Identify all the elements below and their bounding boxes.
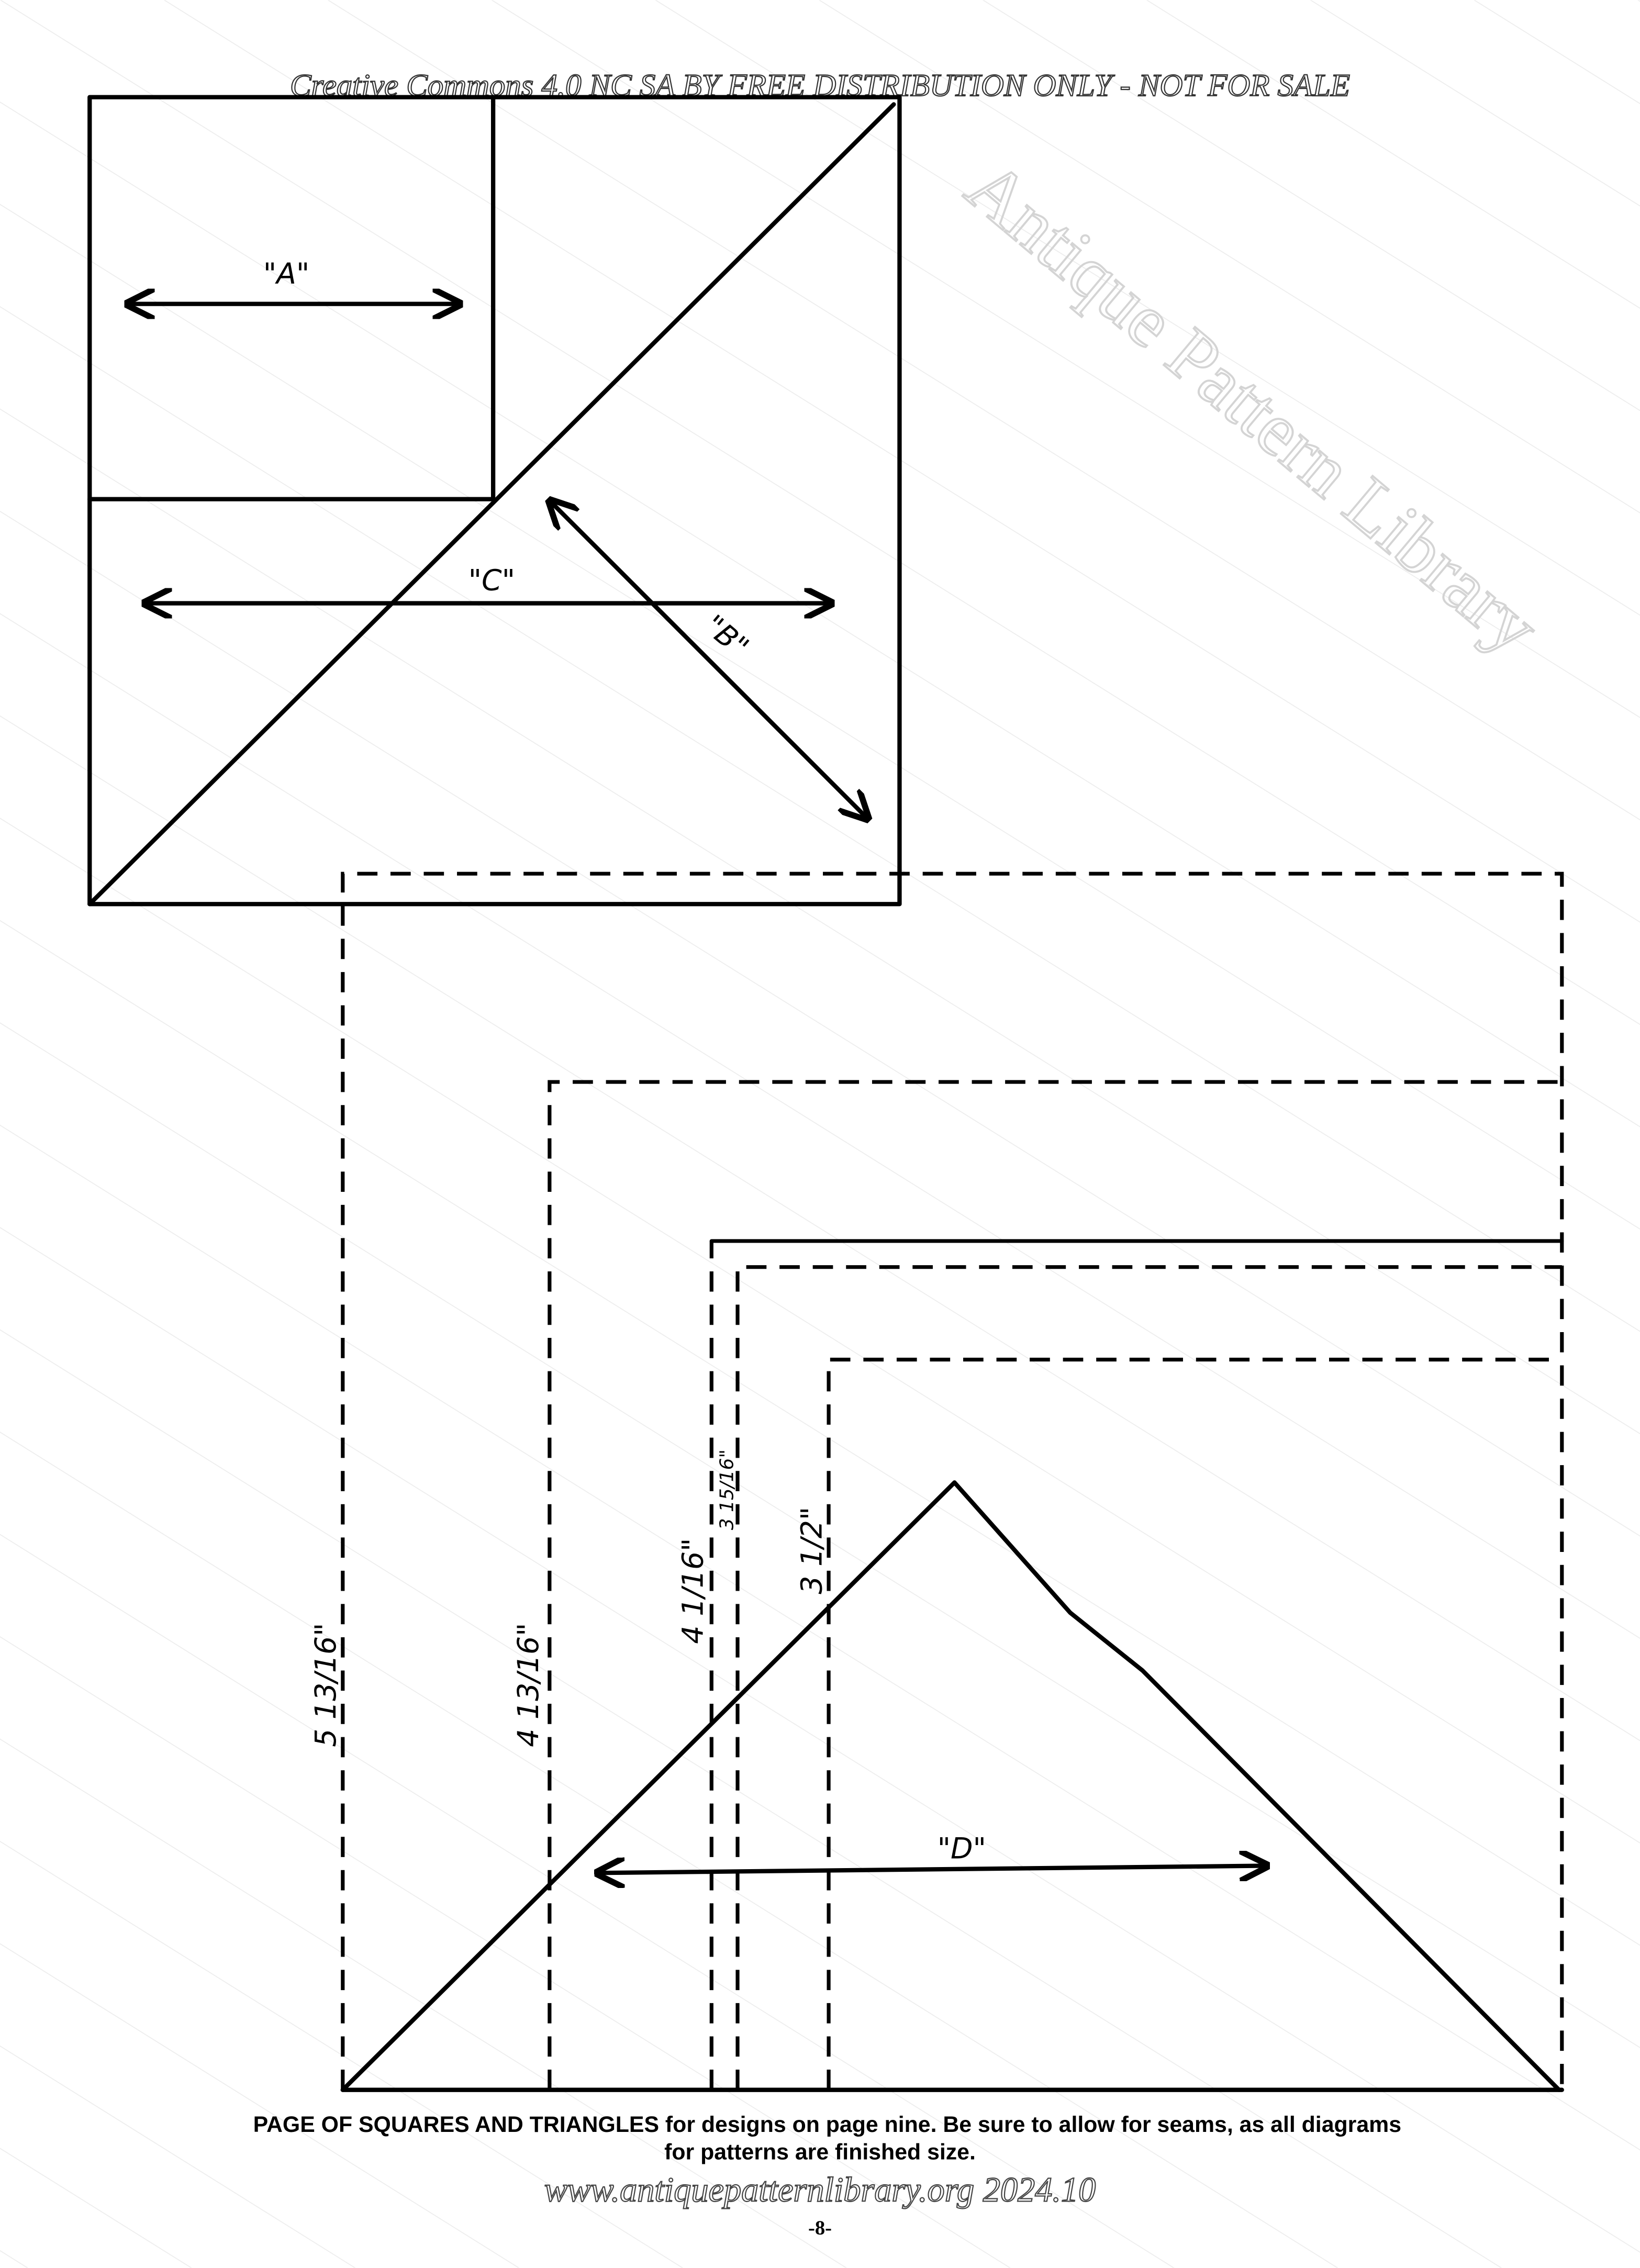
label-a: "A" xyxy=(263,258,310,291)
watermark-url: www.antiquepatternlibrary.org 2024.10 xyxy=(544,2171,1096,2209)
dimension-label: 3 15/16" xyxy=(717,1449,738,1530)
label-d: "D" xyxy=(938,1833,986,1866)
nested-squares-diagram: "D" 5 13/16" 4 13/16" 4 1/16" 3 15/16" 3… xyxy=(309,872,1564,2092)
arrow-d xyxy=(597,1865,1267,1873)
page-number: -8- xyxy=(808,2217,832,2239)
caption-line-2: for patterns are finished size. xyxy=(664,2139,976,2164)
caption-line-1: PAGE OF SQUARES AND TRIANGLES for design… xyxy=(253,2112,1401,2137)
dimension-label: 4 13/16" xyxy=(512,1623,545,1747)
dimension-label: 5 13/16" xyxy=(309,1623,343,1747)
dimension-label: 3 1/2" xyxy=(795,1507,829,1594)
dimension-label: 4 1/16" xyxy=(677,1538,710,1644)
license-header: Creative Commons 4.0 NC SA BY FREE DISTR… xyxy=(290,68,1350,103)
label-c: "C" xyxy=(468,564,515,598)
top-square-diagram: "A" "C" "B" xyxy=(87,95,902,907)
triangle-d xyxy=(340,1480,1561,2092)
arrow-b xyxy=(550,500,868,819)
